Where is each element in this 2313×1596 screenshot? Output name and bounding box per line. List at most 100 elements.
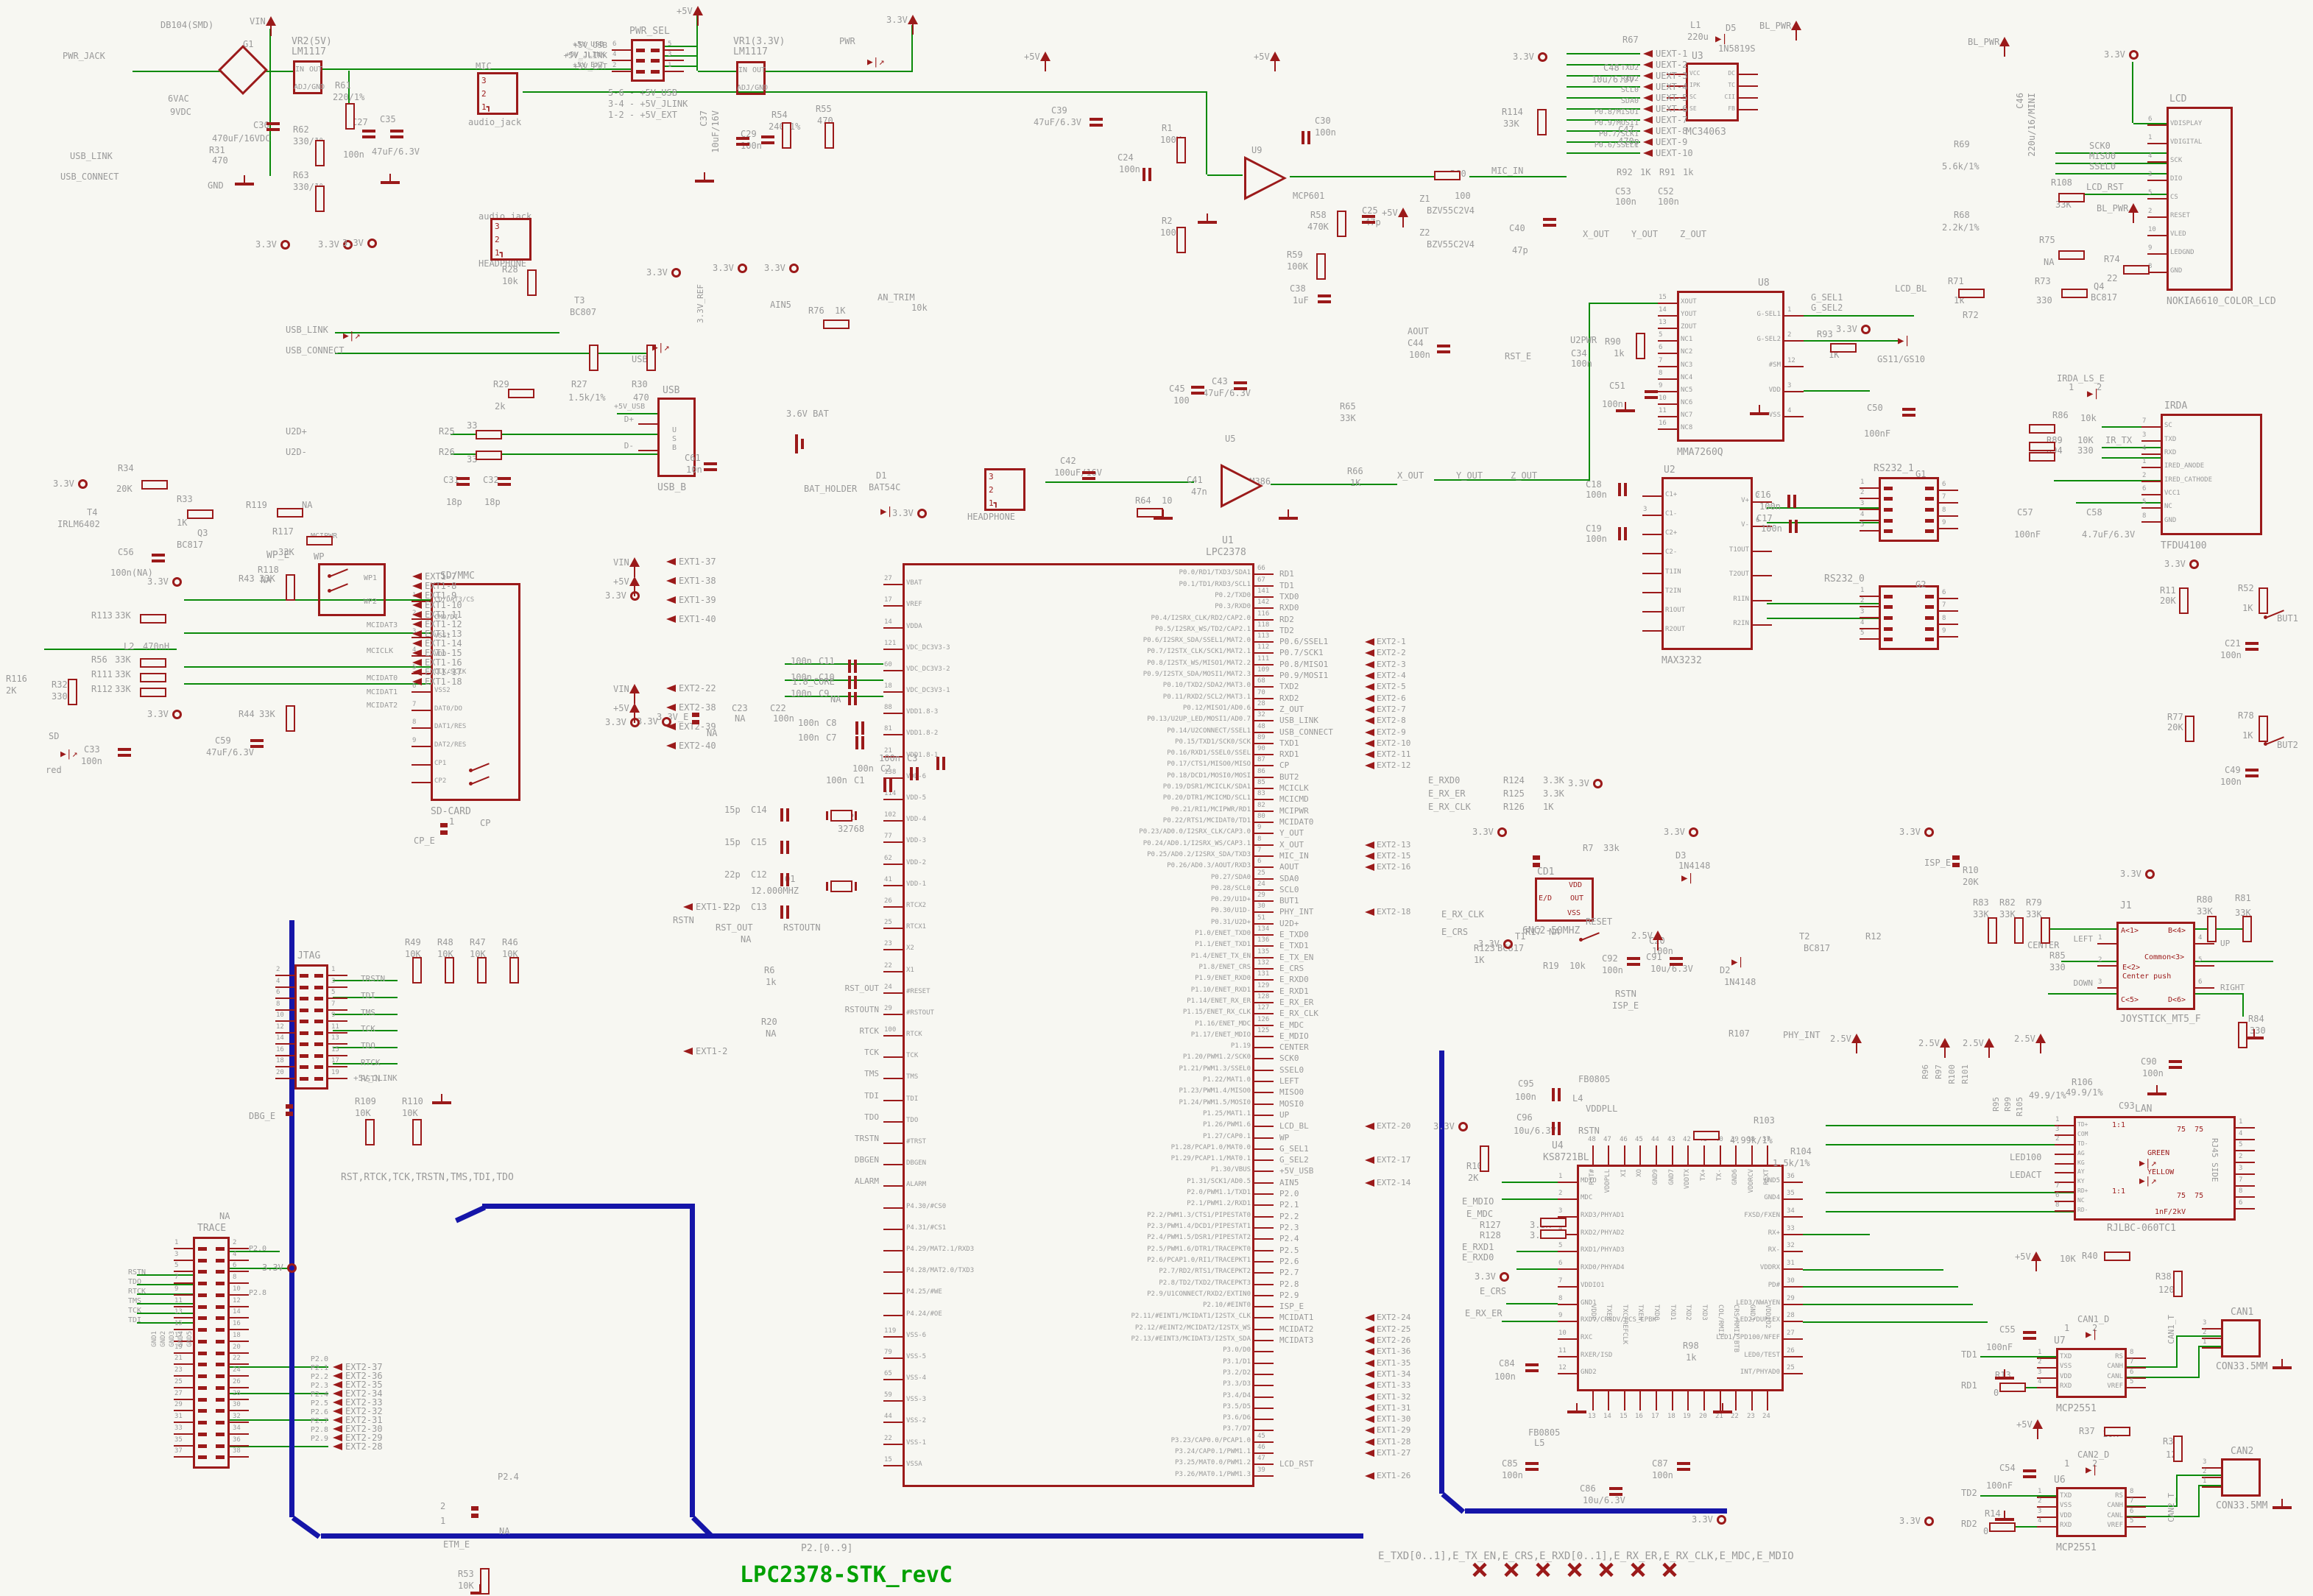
pin-number: 9: [1942, 627, 1946, 635]
label: CAN2_D: [2077, 1450, 2110, 1460]
pin-number: 5: [412, 664, 417, 671]
ext-pin-label: EXT2-8: [1377, 716, 1406, 725]
label: AIN5: [770, 300, 791, 310]
pin-number: 7: [1942, 493, 1946, 501]
label: 47uF/6.3V: [372, 146, 420, 157]
label: 100n: [791, 688, 812, 699]
capacitor-icon: [861, 721, 864, 735]
pin-stub: [1656, 1145, 1657, 1165]
x-mark: ×: [1597, 1553, 1616, 1586]
label: C96: [1516, 1112, 1533, 1123]
pin-name: TCK: [906, 1052, 919, 1059]
label: BUT1: [2277, 613, 2298, 624]
label: R32: [52, 679, 68, 690]
capacitor-icon: [848, 660, 851, 673]
ext-pin-label: EXT1-30: [1377, 1414, 1411, 1424]
pin-number: 2: [2098, 956, 2102, 964]
pin-arrow-label: EXT1-10: [425, 600, 462, 610]
resistor-icon: [1988, 917, 1997, 944]
pin-signal: CENTER: [1279, 1042, 1309, 1052]
pin-name: VDD-3: [906, 837, 927, 844]
pin-stub: [2236, 1139, 2255, 1140]
pin-arrow-icon: [412, 640, 422, 647]
ext-pin-label: EXT2-25: [1377, 1324, 1411, 1334]
pin-stub: [2127, 1516, 2146, 1518]
pin-name: PD#: [1768, 1282, 1780, 1289]
pin-number: 66: [1257, 565, 1265, 572]
pin-stub: [638, 450, 657, 451]
label: MISO0: [2089, 151, 2116, 161]
ic-ref: U2: [1664, 465, 1675, 476]
pin-stub: [1558, 1286, 1577, 1288]
label: RSTN: [1578, 1126, 1600, 1136]
pin-stub: [1254, 1148, 1274, 1150]
label: X_OUT: [1583, 229, 1610, 239]
pin-stub: [1784, 1198, 1803, 1200]
pin-stub: [2127, 1497, 2146, 1498]
capacitor-icon: [916, 767, 919, 780]
switch-pole: [328, 589, 331, 593]
header-pad: [1884, 627, 1893, 631]
pin-stub: [230, 1306, 249, 1307]
pin-name: P3.26/MAT0.1/PWM1.3: [1175, 1471, 1251, 1478]
label: 18p: [446, 497, 462, 507]
pin-number: 2: [276, 966, 280, 973]
pin-number: 20: [276, 1069, 284, 1076]
pin-number: 26: [1787, 1347, 1795, 1355]
ic-ref: CAN2: [2231, 1446, 2254, 1457]
ic-ref: J1: [2120, 900, 2132, 911]
pin-signal: MISO0: [1279, 1087, 1304, 1097]
pin-name: P3.24/CAP0.1/PWM1.1: [1175, 1448, 1251, 1455]
pin-stub: [883, 649, 903, 650]
ic-IRDA: [2161, 414, 2262, 535]
capacitor-icon: [2245, 774, 2259, 777]
pin-stub: [1254, 968, 1274, 970]
pin-name: P1.29/PCAP1.1/MAT0.1: [1170, 1155, 1251, 1162]
pin-number: 3: [1860, 500, 1865, 507]
pin-number: 8: [1558, 1295, 1563, 1302]
pin-signal: TDI: [864, 1091, 879, 1101]
label: C44: [1408, 338, 1424, 348]
label: 2K: [6, 685, 17, 696]
pin-number: 1: [1787, 306, 1792, 314]
label: NA: [830, 694, 841, 705]
pin-number: 20: [1699, 1413, 1707, 1420]
ic-inner-text: A<1>: [2121, 927, 2139, 935]
pin-name: DBGEN: [906, 1159, 927, 1167]
label: 10K: [470, 949, 486, 959]
pin-stub: [174, 1282, 193, 1284]
pin-number: 6: [1257, 858, 1262, 865]
pin-stub: [1720, 1391, 1721, 1410]
label: 33K: [1340, 413, 1356, 423]
pin-number: 32: [1787, 1242, 1795, 1249]
pin-stub: [1753, 575, 1772, 576]
pin-number: 4: [2148, 152, 2153, 160]
pin-stub: [1753, 600, 1772, 601]
pin-stub: [230, 1399, 249, 1400]
vcc-circle-icon: [1458, 1122, 1468, 1131]
pin-name: V-: [1741, 521, 1749, 529]
pin-name: RTCK: [906, 1031, 922, 1038]
pin-stub: [2236, 1162, 2255, 1163]
pin-name: P2.9/U1CONNECT/RXD2/EXTIN0: [1147, 1290, 1251, 1298]
capacitor-icon: [498, 483, 511, 486]
label: C39: [1051, 105, 1067, 116]
pin-number: 6: [2055, 1192, 2060, 1199]
pin-number: 39: [1731, 1136, 1739, 1143]
pin-signal: G_SEL2: [1279, 1155, 1309, 1165]
pin-stub: [1592, 1145, 1594, 1165]
pin-name: P0.25/AD0.2/I2SRX_SDA/TXD3: [1147, 851, 1251, 858]
p2-bus-label: P2.[0..9]: [801, 1543, 853, 1554]
pin-name: P1.0/ENET_TXD0: [1195, 930, 1251, 937]
pin-signal: E_CRS: [1279, 964, 1304, 973]
pin-arrow-icon: [666, 742, 676, 749]
label: D2: [1720, 965, 1731, 975]
pin-stub: [1624, 1145, 1625, 1165]
pin-arrow-label: EXT2-40: [679, 741, 716, 751]
pin-number: 22: [884, 1435, 892, 1442]
header-pad: [314, 1042, 323, 1046]
pin-stub: [230, 1352, 249, 1354]
pin-arrow-label: EXT2-28: [345, 1441, 383, 1452]
pin-arrow-icon: [666, 577, 676, 585]
